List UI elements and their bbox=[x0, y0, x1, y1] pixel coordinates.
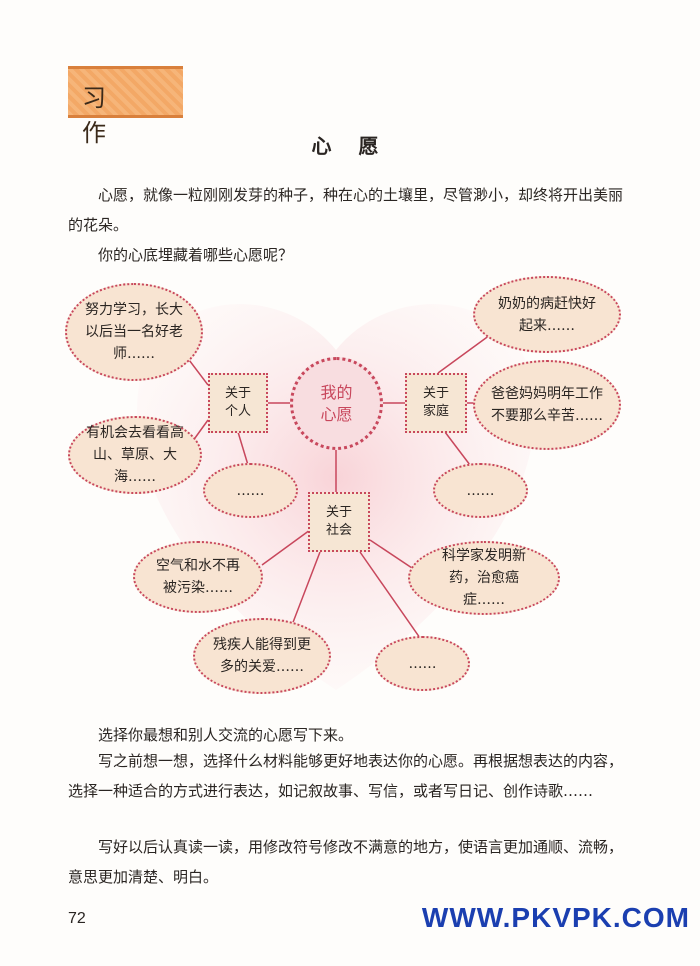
bubble-personal-2-text: 有机会去看看高山、草原、大海…… bbox=[86, 425, 184, 485]
body-paragraph-2: 写之前想一想，选择什么材料能够更好地表达你的心愿。再根据想表达的内容，选择一种适… bbox=[68, 752, 624, 800]
section-badge: 习 作 bbox=[68, 66, 183, 147]
link-society-s1 bbox=[261, 529, 311, 566]
link-family-f1 bbox=[437, 334, 491, 374]
link-personal-p2 bbox=[194, 419, 209, 439]
bubble-family-2-text: 爸爸妈妈明年工作不要那么辛苦…… bbox=[491, 386, 603, 424]
body-paragraph-3: 写好以后认真读一读，用修改符号修改不满意的地方，使语言更加通顺、流畅，意思更加清… bbox=[68, 838, 624, 886]
bubble-society-4: …… bbox=[375, 636, 470, 691]
body-paragraph-1: 选择你最想和别人交流的心愿写下来。 bbox=[98, 726, 354, 744]
mindmap-center-label: 我的心愿 bbox=[320, 382, 353, 424]
node-family: 关于家庭 bbox=[405, 373, 467, 433]
bubble-personal-1: 努力学习，长大以后当一名好老师…… bbox=[65, 283, 203, 381]
link-personal-p3 bbox=[237, 431, 249, 466]
bubble-personal-1-text: 努力学习，长大以后当一名好老师…… bbox=[85, 302, 183, 362]
link-society-s4 bbox=[359, 551, 421, 639]
bubble-family-3: …… bbox=[433, 463, 528, 518]
bubble-society-2: 残疾人能得到更多的关爱…… bbox=[193, 618, 331, 694]
intro-paragraph-2: 你的心底埋藏着哪些心愿呢？ bbox=[98, 246, 294, 264]
bubble-society-1: 空气和水不再被污染…… bbox=[133, 541, 263, 613]
bubble-society-4-text: …… bbox=[408, 655, 437, 672]
bubble-family-2: 爸爸妈妈明年工作不要那么辛苦…… bbox=[473, 360, 621, 450]
link-society-s2 bbox=[291, 551, 321, 626]
bubble-society-1-text: 空气和水不再被污染…… bbox=[156, 558, 240, 596]
bubble-family-1: 奶奶的病赶快好起来…… bbox=[473, 276, 621, 353]
node-society-label: 关于社会 bbox=[325, 505, 352, 538]
link-society-s3 bbox=[369, 539, 413, 569]
bubble-personal-3-text: …… bbox=[236, 482, 265, 499]
watermark: WWW.PKVPK.COM bbox=[421, 902, 690, 933]
bubble-personal-3: …… bbox=[203, 463, 298, 518]
section-badge-label: 习 作 bbox=[82, 84, 124, 147]
bubble-personal-2: 有机会去看看高山、草原、大海…… bbox=[68, 416, 202, 494]
node-family-label: 关于家庭 bbox=[422, 386, 449, 419]
bubble-family-1-text: 奶奶的病赶快好起来…… bbox=[498, 295, 596, 334]
node-personal-label: 关于个人 bbox=[224, 386, 251, 419]
mindmap-center: 我的心愿 bbox=[290, 357, 383, 450]
page-number: 72 bbox=[68, 910, 86, 927]
link-family-f3 bbox=[444, 431, 471, 466]
node-personal: 关于个人 bbox=[208, 373, 268, 433]
page-title: 心 愿 bbox=[311, 134, 389, 158]
bubble-society-3-text: 科学家发明新药，治愈癌症…… bbox=[442, 548, 526, 608]
node-society: 关于社会 bbox=[308, 492, 370, 552]
bubble-society-2-text: 残疾人能得到更多的关爱…… bbox=[213, 637, 311, 675]
bubble-society-3: 科学家发明新药，治愈癌症…… bbox=[408, 541, 560, 615]
bubble-family-3-text: …… bbox=[466, 482, 495, 499]
intro-paragraph-1: 心愿，就像一粒刚刚发芽的种子，种在心的土壤里，尽管渺小，却终将开出美丽的花朵。 bbox=[68, 186, 624, 234]
